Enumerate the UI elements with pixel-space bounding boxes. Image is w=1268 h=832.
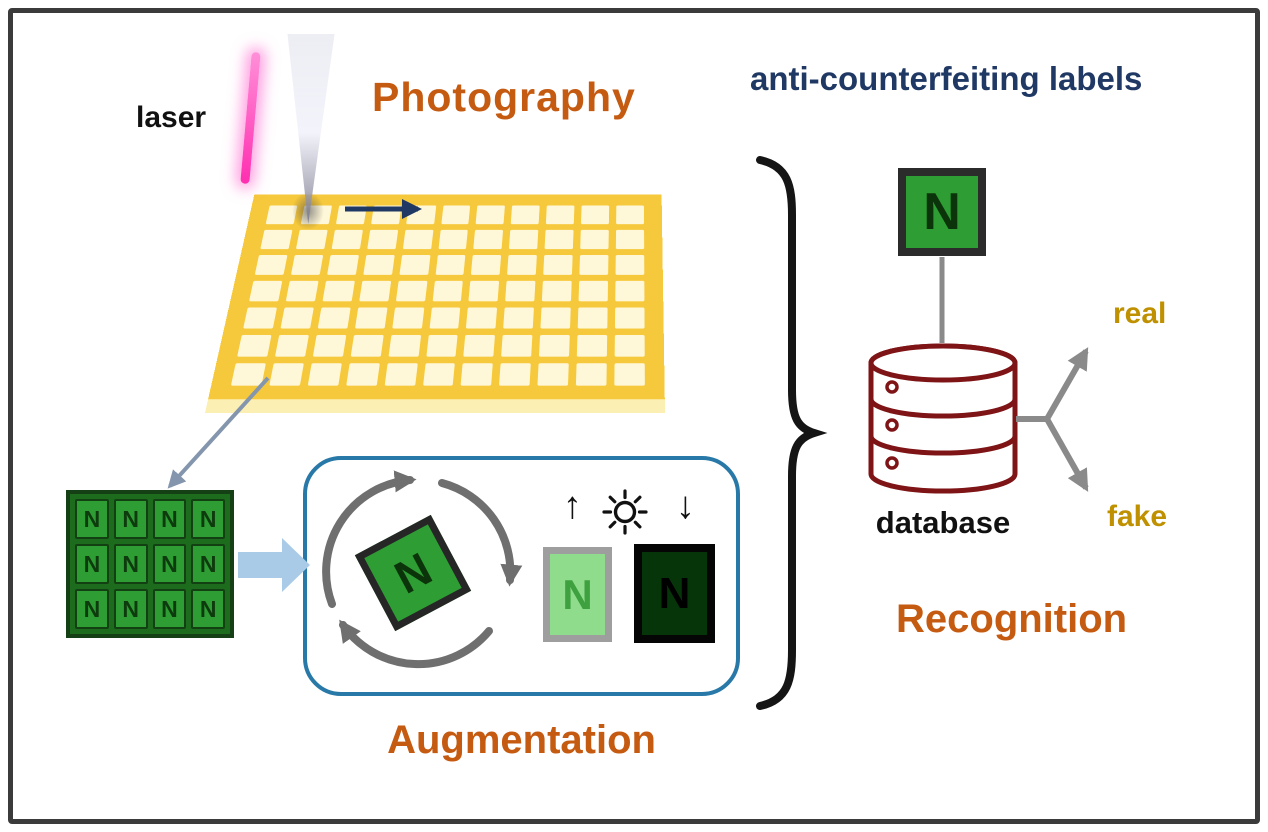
label-tile: N (191, 589, 225, 629)
reference-label-tile: N (898, 168, 986, 256)
real-label: real (1113, 297, 1167, 330)
label-tile: N (191, 499, 225, 539)
tile-letter: N (386, 542, 440, 604)
database-label: database (875, 505, 1011, 540)
photography-heading: Photography (372, 74, 636, 120)
label-tile: N (152, 544, 187, 584)
brightened-label-tile: N (543, 547, 612, 642)
brightness-down-icon: ↓ (676, 485, 695, 527)
outer-frame (8, 8, 1260, 824)
tile-letter: N (658, 568, 691, 618)
augmentation-heading: Augmentation (387, 718, 656, 762)
label-tile: N (75, 499, 109, 539)
label-tile: N (75, 544, 109, 584)
label-tile: N (113, 544, 148, 584)
label-tile: N (152, 589, 187, 629)
recognition-heading: Recognition (896, 597, 1128, 641)
label-tile: N (113, 499, 148, 539)
laser-label: laser (136, 101, 207, 134)
label-tile: N (152, 499, 187, 539)
darkened-label-tile: N (634, 544, 715, 643)
label-tile: N (75, 589, 109, 629)
label-tile: N (113, 589, 148, 629)
fake-label: fake (1107, 500, 1168, 533)
tile-letter: N (562, 570, 593, 618)
label-tile: N (191, 544, 225, 584)
brightness-up-icon: ↑ (563, 485, 582, 527)
tile-letter: N (923, 183, 961, 241)
page-title: anti-counterfeiting labels (750, 60, 1143, 97)
sun-icon (601, 488, 649, 536)
